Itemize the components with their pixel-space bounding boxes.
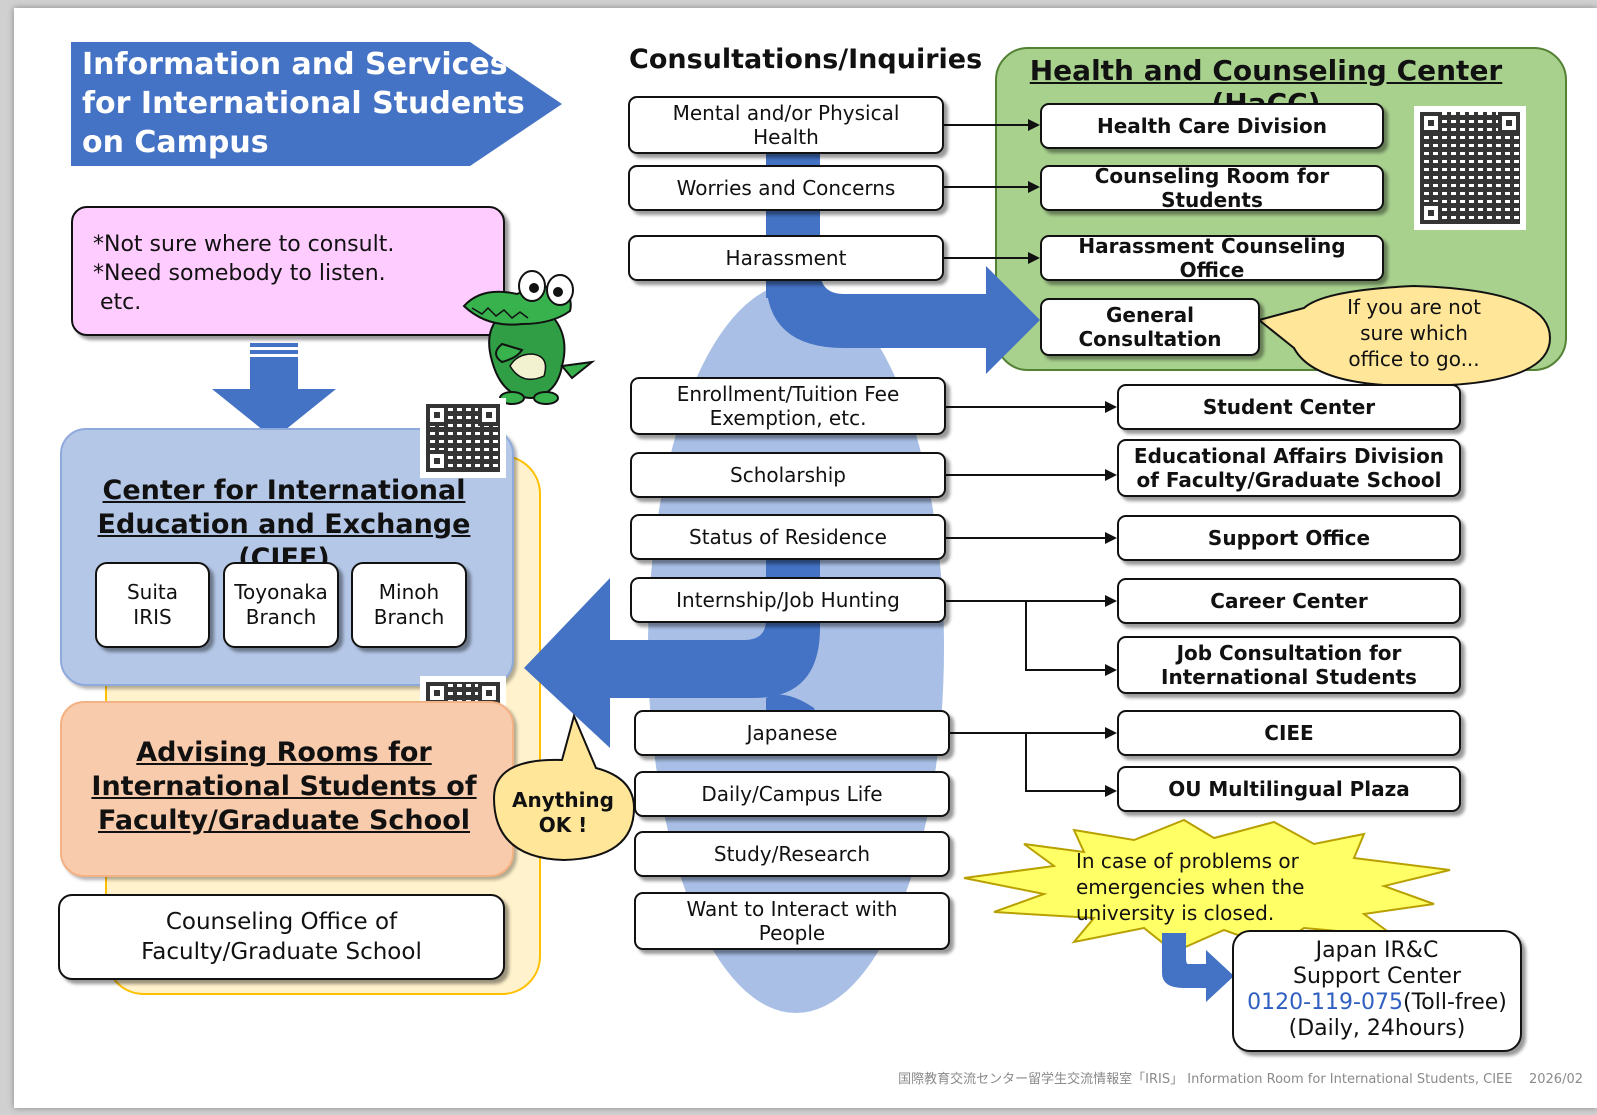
title-line-2: for International Students — [82, 86, 525, 121]
topic-harassment[interactable]: Harassment — [628, 235, 944, 281]
topic-scholarship[interactable]: Scholarship — [630, 452, 946, 498]
hacc-general-consultation[interactable]: General Consultation — [1040, 298, 1260, 356]
counseling-office-box[interactable]: Counseling Office of Faculty/Graduate Sc… — [58, 894, 505, 980]
topic-enrollment-tuition[interactable]: Enrollment/Tuition Fee Exemption, etc. — [630, 377, 946, 435]
emergency-line-3: university is closed. — [1076, 901, 1275, 925]
consultations-header: Consultations/Inquiries — [629, 44, 983, 75]
advising-line-2: International Students of — [91, 771, 477, 802]
dest-ou-multilingual-plaza[interactable]: OU Multilingual Plaza — [1117, 766, 1461, 812]
note-line-1: *Not sure where to consult. — [93, 232, 395, 257]
topic-japanese[interactable]: Japanese — [634, 710, 950, 756]
topic-want-to-interact[interactable]: Want to Interact with People — [634, 892, 950, 950]
japan-irc-subtitle: Support Center — [1292, 964, 1461, 989]
topic-daily-campus-life[interactable]: Daily/Campus Life — [634, 771, 950, 817]
advising-panel — [60, 701, 514, 877]
japan-irc-phone[interactable]: 0120-119-075 — [1247, 990, 1403, 1015]
anything-ok-bubble: Anything OK ! — [512, 788, 614, 837]
japan-irc-name: Japan IR&C — [1315, 938, 1439, 963]
advising-line-1: Advising Rooms for — [136, 737, 432, 768]
footer-credit: 国際教育交流センター留学生交流情報室「IRIS」 Information Roo… — [898, 1072, 1583, 1087]
topic-internship-job-hunting[interactable]: Internship/Job Hunting — [630, 577, 946, 623]
dest-ciee[interactable]: CIEE — [1117, 710, 1461, 756]
topic-mental-physical-health[interactable]: Mental and/or Physical Health — [628, 96, 944, 154]
pink-note: *Not sure where to consult. *Need somebo… — [71, 206, 505, 336]
topic-status-of-residence[interactable]: Status of Residence — [630, 514, 946, 560]
dest-support-office[interactable]: Support Office — [1117, 515, 1461, 561]
title-line-3: on Campus — [82, 125, 269, 160]
hacc-harassment-office[interactable]: Harassment Counseling Office — [1040, 234, 1384, 282]
japan-irc-hours: (Daily, 24hours) — [1288, 1016, 1466, 1041]
topic-worries-concerns[interactable]: Worries and Concerns — [628, 165, 944, 211]
japan-irc-box[interactable]: Japan IR&C Support Center 0120-119-075(T… — [1232, 930, 1522, 1052]
note-line-2: *Need somebody to listen. — [93, 261, 386, 286]
hacc-qr-code-icon[interactable] — [1414, 106, 1526, 230]
hacc-health-care-division[interactable]: Health Care Division — [1040, 103, 1384, 149]
dest-student-center[interactable]: Student Center — [1117, 384, 1461, 430]
dest-job-consultation[interactable]: Job Consultation for International Stude… — [1117, 636, 1461, 694]
advising-line-3: Faculty/Graduate School — [97, 805, 471, 836]
page-title: Information and Services for Internation… — [82, 45, 532, 162]
advising-title[interactable]: Advising Rooms for International Student… — [84, 736, 484, 838]
note-line-3: etc. — [93, 290, 142, 315]
ciee-title-line-1: Center for International — [102, 475, 466, 506]
hacc-counseling-room[interactable]: Counseling Room for Students — [1040, 164, 1384, 212]
branch-minoh[interactable]: Minoh Branch — [351, 562, 467, 648]
emergency-line-1: In case of problems or — [1076, 849, 1299, 873]
branch-toyonaka[interactable]: Toyonaka Branch — [223, 562, 339, 648]
crocodile-mascot-icon — [462, 270, 596, 405]
general-consultation-bubble: If you are not sure which office to go..… — [1347, 295, 1481, 371]
ciee-qr-code-icon[interactable] — [420, 398, 506, 478]
topic-study-research[interactable]: Study/Research — [634, 831, 950, 877]
emergency-note: In case of problems or emergencies when … — [1076, 848, 1376, 926]
title-arrow — [71, 42, 562, 166]
down-arrow-icon — [212, 343, 336, 439]
title-line-1: Information and Services — [82, 47, 508, 82]
japan-irc-tollfree: (Toll-free) — [1402, 990, 1507, 1015]
dest-career-center[interactable]: Career Center — [1117, 578, 1461, 624]
branch-suita-iris[interactable]: Suita IRIS — [95, 562, 210, 648]
dest-educational-affairs[interactable]: Educational Affairs Division of Faculty/… — [1117, 439, 1461, 497]
slide: Information and Services for Internation… — [14, 8, 1597, 1108]
emergency-line-2: emergencies when the — [1076, 875, 1305, 899]
